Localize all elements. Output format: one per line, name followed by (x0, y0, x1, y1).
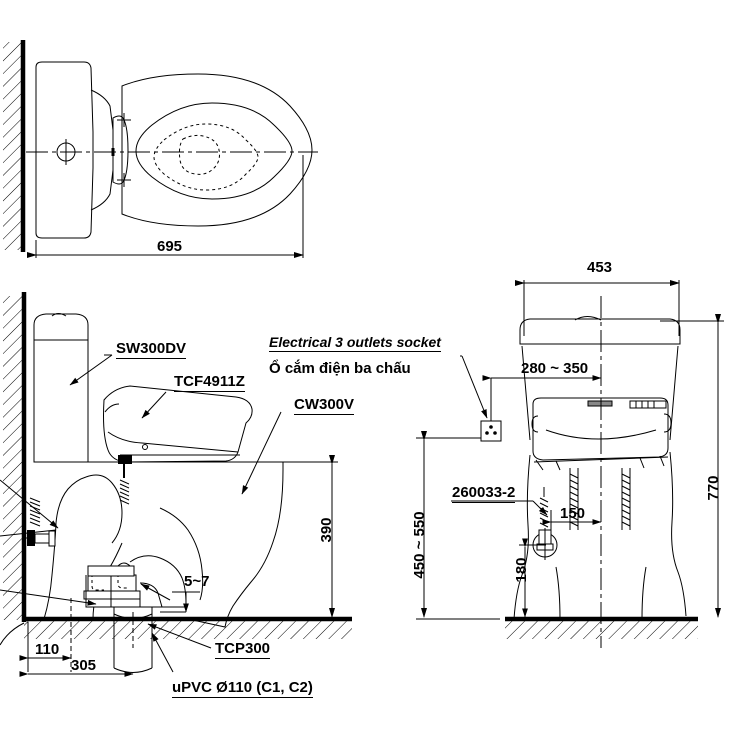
dim-label-180: 180 (513, 557, 530, 583)
side-supply-tube (118, 455, 132, 505)
front-washlet-panel-keys (635, 401, 655, 408)
label-upvc: uPVC Ø110 (C1, C2) (172, 679, 313, 698)
side-drain-pipe-top-ellipse (113, 613, 153, 619)
front-washlet-right-knob (663, 413, 672, 433)
leader-socket (461, 355, 488, 419)
leader-offcanvas-mid (0, 529, 57, 537)
front-bowl-base-taper (555, 566, 647, 620)
dim-label-450-550: 450 ~ 550 (411, 511, 428, 579)
side-bowl-right-profile (34, 461, 284, 628)
side-washlet-dot (142, 444, 148, 450)
dim-label-150: 150 (560, 505, 586, 522)
label-socket-vi: Ổ cắm điện ba chấu (269, 360, 411, 377)
side-stop-valve (24, 497, 56, 547)
dim-label-280-350: 280 ~ 350 (521, 360, 589, 377)
front-bowl-right (669, 451, 687, 617)
label-tcp300: TCP300 (215, 640, 271, 659)
front-washlet-body (532, 397, 669, 461)
side-washlet-nose (104, 403, 120, 413)
leader-tcp300 (147, 623, 212, 649)
dim-label-390: 390 (318, 517, 335, 543)
front-bowl-left (513, 454, 531, 620)
side-bowl-trap (159, 507, 204, 601)
plan-seat-lid-outline (121, 73, 313, 227)
leader-connector (140, 583, 171, 601)
plan-hinge-plate (112, 115, 129, 185)
plan-wall-hatch (3, 42, 22, 250)
plan-fix-cross-lower (117, 173, 131, 187)
side-view-group (0, 292, 352, 677)
plan-view-group (3, 40, 318, 258)
dim-label-695: 695 (157, 238, 183, 255)
plan-tank-outline (35, 61, 94, 239)
label-socket-en: Electrical 3 outlets socket (269, 334, 441, 352)
front-hose-right (621, 468, 631, 530)
leader-cw300v (241, 411, 282, 495)
label-260033-2: 260033-2 (452, 484, 516, 503)
leader-offcanvas-lower (0, 589, 97, 606)
side-tank-outline (33, 313, 89, 463)
leader-offcanvas-curve (0, 622, 25, 646)
label-cw300v: CW300V (294, 396, 355, 415)
side-bowl-left-profile (34, 476, 87, 620)
label-tcf4911z: TCF4911Z (174, 373, 245, 392)
dim-label-5-7: 5~7 (184, 573, 210, 590)
front-washlet-crease (545, 429, 657, 440)
front-washlet-left-knob (531, 415, 539, 433)
front-washlet-feet (535, 455, 665, 471)
side-dim-witness-dashed (70, 598, 134, 672)
plan-water-spot-dashed (178, 134, 220, 175)
side-wall-hatch (3, 296, 22, 620)
leader-260033 (532, 500, 548, 516)
socket-symbol (480, 420, 502, 442)
front-tank-lever (574, 316, 602, 321)
front-stop-valve (532, 487, 558, 560)
side-bowl-inner-c (129, 555, 187, 605)
plan-seat-ring (135, 102, 293, 200)
side-floor-hatch (24, 621, 352, 639)
side-tank-lever (51, 313, 67, 317)
side-pan-connector (83, 562, 186, 673)
plan-tank-neck (90, 89, 114, 211)
side-bowl-inner-a (85, 474, 123, 544)
leader-offcanvas-upper (0, 479, 59, 529)
front-tank-top (519, 318, 681, 345)
side-washlet-outline (103, 385, 253, 463)
front-washlet-sensor (587, 400, 613, 407)
leader-sw300dv (69, 354, 113, 386)
leader-tcf4911z (141, 391, 167, 419)
plan-fix-cross-upper (117, 113, 131, 127)
leader-upvc (151, 632, 174, 673)
side-drain-pipe-bottom (113, 667, 153, 673)
plan-bowl-rim-dashed (153, 123, 259, 191)
dim-label-110: 110 (35, 641, 60, 658)
dim-label-770: 770 (705, 475, 722, 501)
front-view-group (416, 280, 724, 648)
side-washlet-underline (107, 431, 239, 453)
label-sw300dv: SW300DV (116, 340, 187, 359)
dim-label-453: 453 (587, 259, 613, 276)
dim-label-305: 305 (71, 657, 97, 674)
